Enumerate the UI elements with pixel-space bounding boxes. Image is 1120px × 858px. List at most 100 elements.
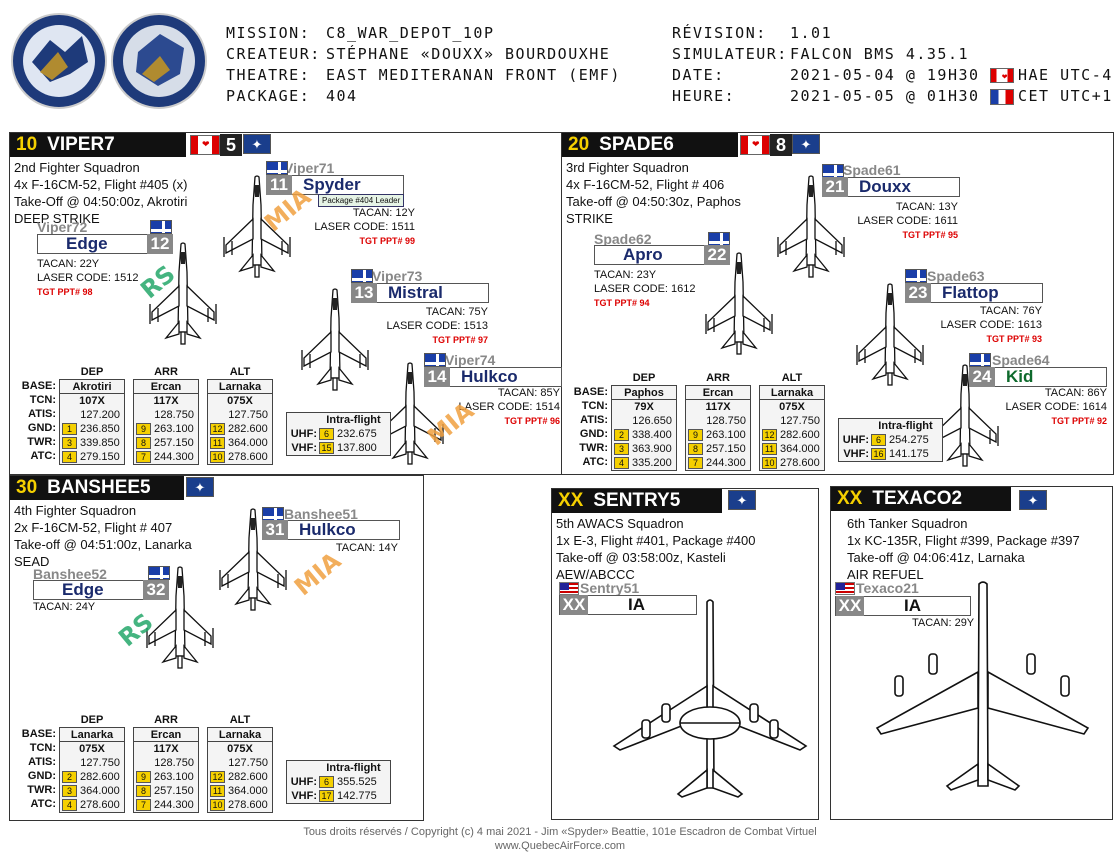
f16-aircraft-icon [148,242,218,352]
atis-value: 127.750 [780,415,820,427]
quebec-flag-icon [150,220,172,234]
pilot-slot: XX IA [835,596,971,616]
package-label: PACKAGE: [226,87,311,105]
preset-channel: 8 [136,785,151,798]
pilot-number: 31 [262,520,288,540]
pilot-callsign: Spade62 [594,231,652,247]
pilot-laser: LASER CODE: 1611 [857,215,958,227]
package-value: 404 [326,87,358,105]
pilot-number: 23 [905,283,931,303]
theatre-label: THEATRE: [226,66,311,84]
pilot-name: Hulkco [461,367,518,386]
pilot-laser: LASER CODE: 1514 [458,401,561,413]
twr-freq: 339.850 [80,437,120,449]
atc-freq: 278.600 [80,799,120,811]
comms-col-header-dep: DEP [80,366,104,378]
twr-freq: 364.000 [228,437,268,449]
pilot-number: 24 [969,367,995,387]
pilot-name: Spyder [303,175,361,194]
preset-channel: 9 [688,429,703,442]
tacan-value: 075X [779,401,805,413]
pilot-info: TACAN: 24Y [33,600,193,614]
base-value: Ercan [134,380,198,394]
website-text: www.QuebecAirForce.com [494,840,626,852]
pilot-slot: XX IA [559,595,697,615]
simulator-label: SIMULATEUR: [672,45,788,63]
pilot-callsign: Viper73 [372,268,423,284]
theatre-value: EAST MEDITERANAN FRONT (EMF) [326,66,621,84]
pilot-tacan: TACAN: 22Y [37,258,100,270]
nato-flag-icon: ✦ [728,490,756,510]
creator-value: STÉPHANE «DOUXX» BOURDOUXHE [326,45,611,63]
preset-channel: 8 [136,437,151,450]
tacan-value: 075X [79,743,105,755]
pilot-tacan: TACAN: 24Y [33,601,96,613]
preset-channel: 2 [62,771,77,784]
twr-freq: 257.150 [154,785,194,797]
tacan-value: 075X [227,395,253,407]
pilot-number: 11 [266,175,292,195]
twr-freq: 364.000 [780,443,820,455]
base-value: Paphos [612,386,676,400]
simulator-row: SIMULATEUR:FALCON BMS 4.35.1 [672,45,968,63]
pilot-tacan: TACAN: 13Y [895,201,958,213]
pilot-laser: LASER CODE: 1614 [1005,401,1108,413]
preset-channel: 4 [62,451,77,464]
date-value: 2021-05-04 @ 19H30 [790,66,980,84]
preset-channel: 11 [210,437,225,450]
atis-value: 126.650 [632,415,672,427]
gnd-freq: 282.600 [780,429,820,441]
usa-flag-icon [835,582,855,595]
squadron-logo-left [11,13,107,109]
preset-channel: 3 [614,443,629,456]
usa-flag-icon [559,582,579,595]
gnd-freq: 282.600 [228,771,268,783]
f16-aircraft-icon [218,508,288,618]
comms-col-header-alt: ALT [229,714,251,726]
revision-label: RÉVISION: [672,24,767,42]
package-row: PACKAGE: 404 [226,87,356,105]
preset-channel: 10 [210,799,225,812]
flight-count-badge: 5 [220,134,242,156]
atc-freq: 279.150 [80,451,120,463]
gnd-freq: 282.600 [228,423,268,435]
pilot-callsign: Spade61 [843,162,901,178]
atis-value: 128.750 [706,415,746,427]
pilot-tgt: TGT PPT# 98 [37,287,93,297]
atis-value: 127.750 [80,757,120,769]
pilot-name: Mistral [388,283,443,302]
gnd-freq: 236.850 [80,423,120,435]
base-value: Larnaka [208,380,272,394]
intra-header: Intra-flight [326,414,381,426]
intra-header: Intra-flight [878,420,933,432]
